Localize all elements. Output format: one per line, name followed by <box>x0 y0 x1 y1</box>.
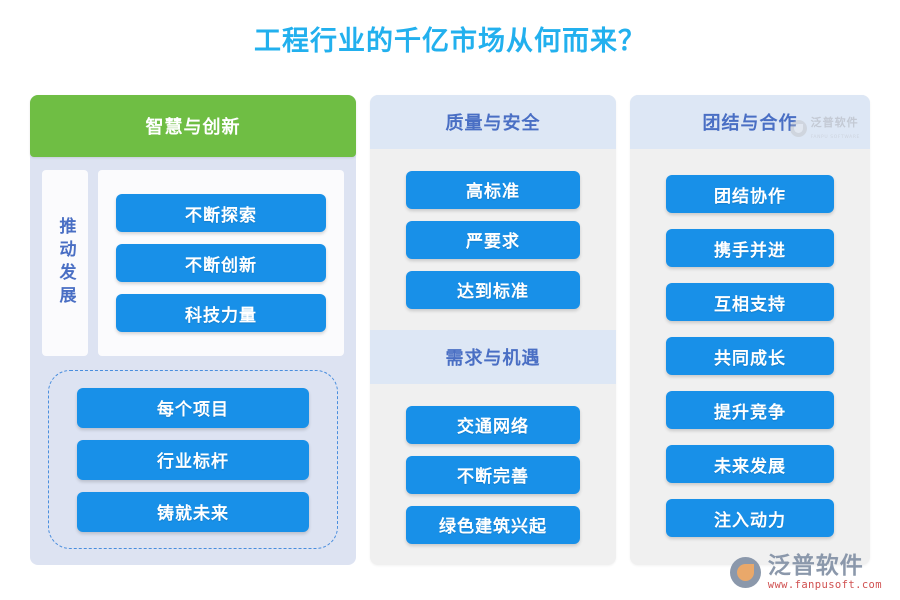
pill-button-grow-together[interactable]: 共同成长 <box>666 337 834 375</box>
column-innovation-header: 智慧与创新 <box>30 95 356 157</box>
pill-button-innovate[interactable]: 不断创新 <box>116 244 326 282</box>
fanpu-watermark-name: 泛普软件 <box>810 116 859 129</box>
section-header-unity-cooperation-label: 团结与合作 <box>702 113 798 134</box>
column-innovation: 智慧与创新 推动发展 不断探索 不断创新 科技力量 每个项目 行业标杆 铸就未来 <box>30 95 356 565</box>
section-header-quality-safety: 质量与安全 <box>370 95 616 149</box>
pill-button-high-standard[interactable]: 高标准 <box>406 170 580 209</box>
pill-button-every-project[interactable]: 每个项目 <box>77 387 309 428</box>
pill-button-green-building[interactable]: 绿色建筑兴起 <box>406 505 580 544</box>
content-board: 智慧与创新 推动发展 不断探索 不断创新 科技力量 每个项目 行业标杆 铸就未来… <box>30 95 870 565</box>
column-quality: 质量与安全 高标准 严要求 达到标准 需求与机遇 交通网络 不断完善 绿色建筑兴… <box>370 95 616 565</box>
pill-button-industry-benchmark[interactable]: 行业标杆 <box>77 439 309 480</box>
innovation-upper-group: 推动发展 不断探索 不断创新 科技力量 <box>42 170 344 356</box>
pill-button-mutual-support[interactable]: 互相支持 <box>666 283 834 321</box>
pill-button-transport-network[interactable]: 交通网络 <box>406 405 580 444</box>
pill-button-future-development[interactable]: 未来发展 <box>666 445 834 483</box>
innovation-button-box: 不断探索 不断创新 科技力量 <box>98 170 344 356</box>
section-body-unity-cooperation: 团结协作 携手并进 互相支持 共同成长 提升竞争 未来发展 注入动力 <box>630 149 870 565</box>
section-body-demand-opportunity: 交通网络 不断完善 绿色建筑兴起 <box>370 384 616 565</box>
fanpu-watermark-subtitle: FANPU SOFTWARE <box>810 134 860 140</box>
pill-button-explore[interactable]: 不断探索 <box>116 194 326 232</box>
section-header-demand-opportunity: 需求与机遇 <box>370 330 616 384</box>
pill-button-enhance-competitiveness[interactable]: 提升竞争 <box>666 391 834 429</box>
fanpu-watermark: 泛普软件 FANPU SOFTWARE <box>789 116 860 140</box>
pill-button-strict-requirement[interactable]: 严要求 <box>406 220 580 259</box>
section-body-quality-safety: 高标准 严要求 达到标准 <box>370 149 616 330</box>
pill-button-forge-future[interactable]: 铸就未来 <box>77 491 309 532</box>
fanpu-logo-url: www.fanpusoft.com <box>767 578 882 591</box>
page-title: 工程行业的千亿市场从何而来？ <box>254 26 646 57</box>
pill-button-inject-momentum[interactable]: 注入动力 <box>666 499 834 537</box>
pill-button-unity-collaboration[interactable]: 团结协作 <box>666 175 834 213</box>
section-header-unity-cooperation: 团结与合作 泛普软件 FANPU SOFTWARE <box>630 95 870 149</box>
column-cooperation: 团结与合作 泛普软件 FANPU SOFTWARE 团结协作 携手并进 互相支持… <box>630 95 870 565</box>
vertical-label-drive-development: 推动发展 <box>42 170 88 356</box>
innovation-dashed-group: 每个项目 行业标杆 铸就未来 <box>48 370 338 549</box>
pill-button-move-forward-together[interactable]: 携手并进 <box>666 229 834 267</box>
pill-button-technology[interactable]: 科技力量 <box>116 294 326 332</box>
pill-button-continuous-improvement[interactable]: 不断完善 <box>406 455 580 494</box>
pill-button-meet-standard[interactable]: 达到标准 <box>406 270 580 309</box>
